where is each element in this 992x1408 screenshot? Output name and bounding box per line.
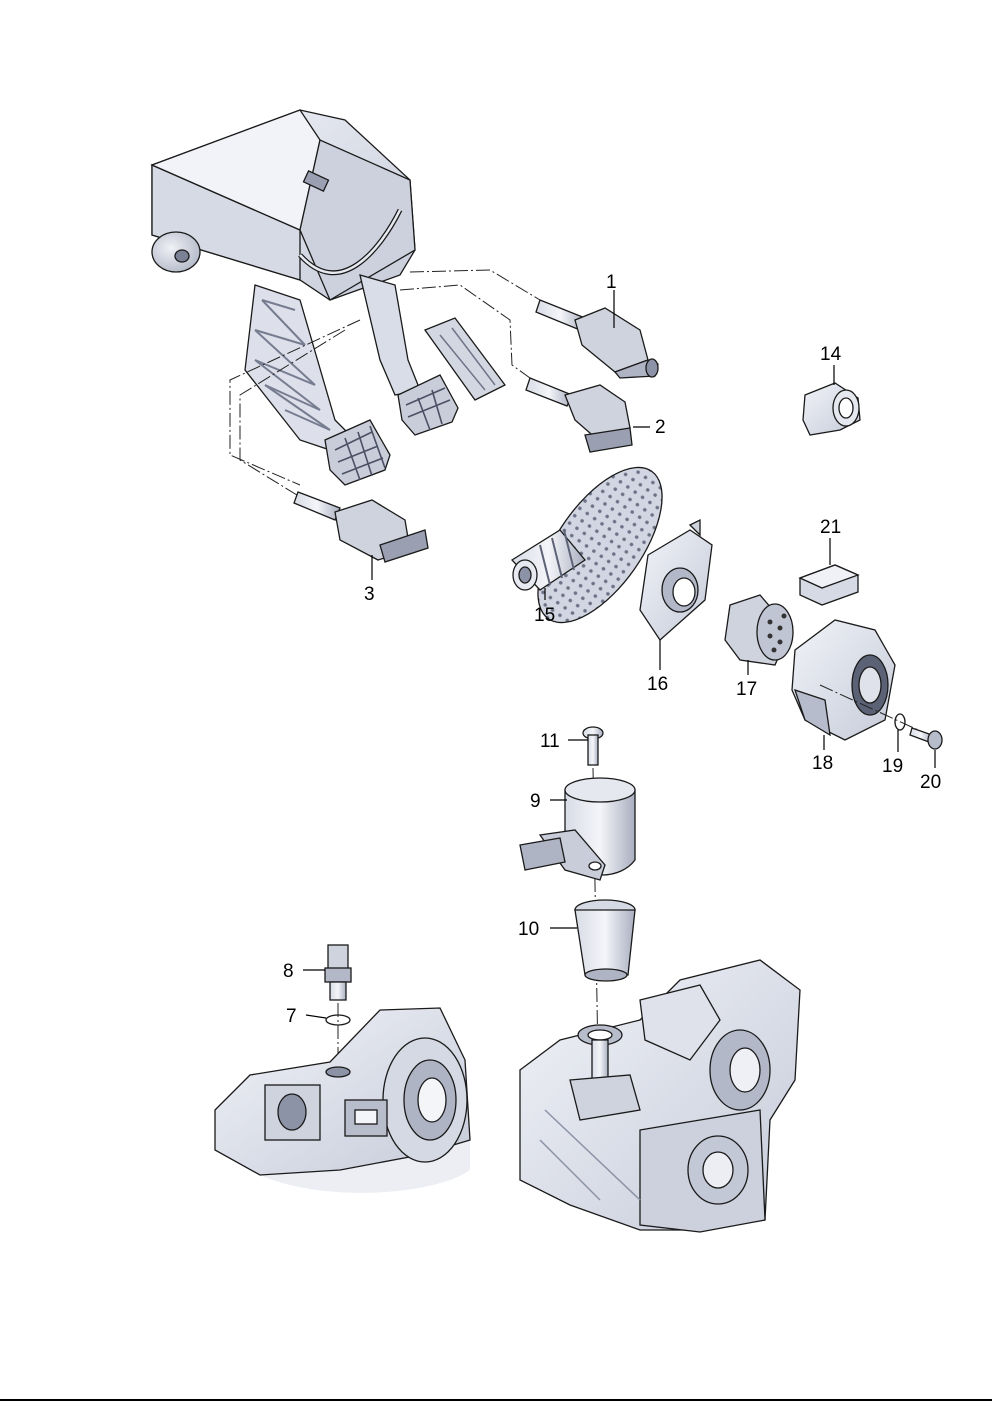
callout-3: 3 <box>364 584 375 605</box>
screw-part-20 <box>909 727 943 750</box>
callout-21: 21 <box>820 517 841 538</box>
switch-part-2 <box>525 377 633 453</box>
housing-part-18 <box>791 619 896 741</box>
callout-leaders <box>303 290 936 1019</box>
lock-part-15 <box>510 466 663 624</box>
gearbox-right <box>519 959 801 1233</box>
bolt-part-11 <box>582 726 604 766</box>
switch-part-8 <box>324 944 352 1001</box>
callout-15: 15 <box>534 605 555 626</box>
callout-1: 1 <box>606 272 617 293</box>
callout-19: 19 <box>882 756 903 777</box>
block-part-21 <box>798 564 860 606</box>
callout-11: 11 <box>540 731 560 752</box>
callout-20: 20 <box>920 772 941 793</box>
callout-9: 9 <box>530 791 541 812</box>
callout-14: 14 <box>820 344 842 365</box>
callout-7: 7 <box>286 1006 297 1027</box>
bushing-part-14 <box>802 382 861 436</box>
connector-part-17 <box>724 594 794 666</box>
washer-part-19 <box>894 713 906 731</box>
switch-part-1 <box>535 299 659 379</box>
callout-16: 16 <box>647 674 668 695</box>
callout-18: 18 <box>812 753 833 774</box>
pedal-assembly <box>150 109 506 486</box>
callout-17: 17 <box>736 679 757 700</box>
leader-lines-pedals <box>229 269 541 501</box>
callout-8: 8 <box>283 961 294 982</box>
sleeve-part-10 <box>574 899 636 982</box>
callout-10: 10 <box>518 919 539 940</box>
footer-rule <box>0 1399 992 1401</box>
gearbox-left <box>214 1007 471 1193</box>
callout-2: 2 <box>655 417 666 438</box>
switch-part-3 <box>293 491 429 563</box>
bracket-part-16 <box>639 518 713 641</box>
sensor-part-9 <box>519 777 636 881</box>
